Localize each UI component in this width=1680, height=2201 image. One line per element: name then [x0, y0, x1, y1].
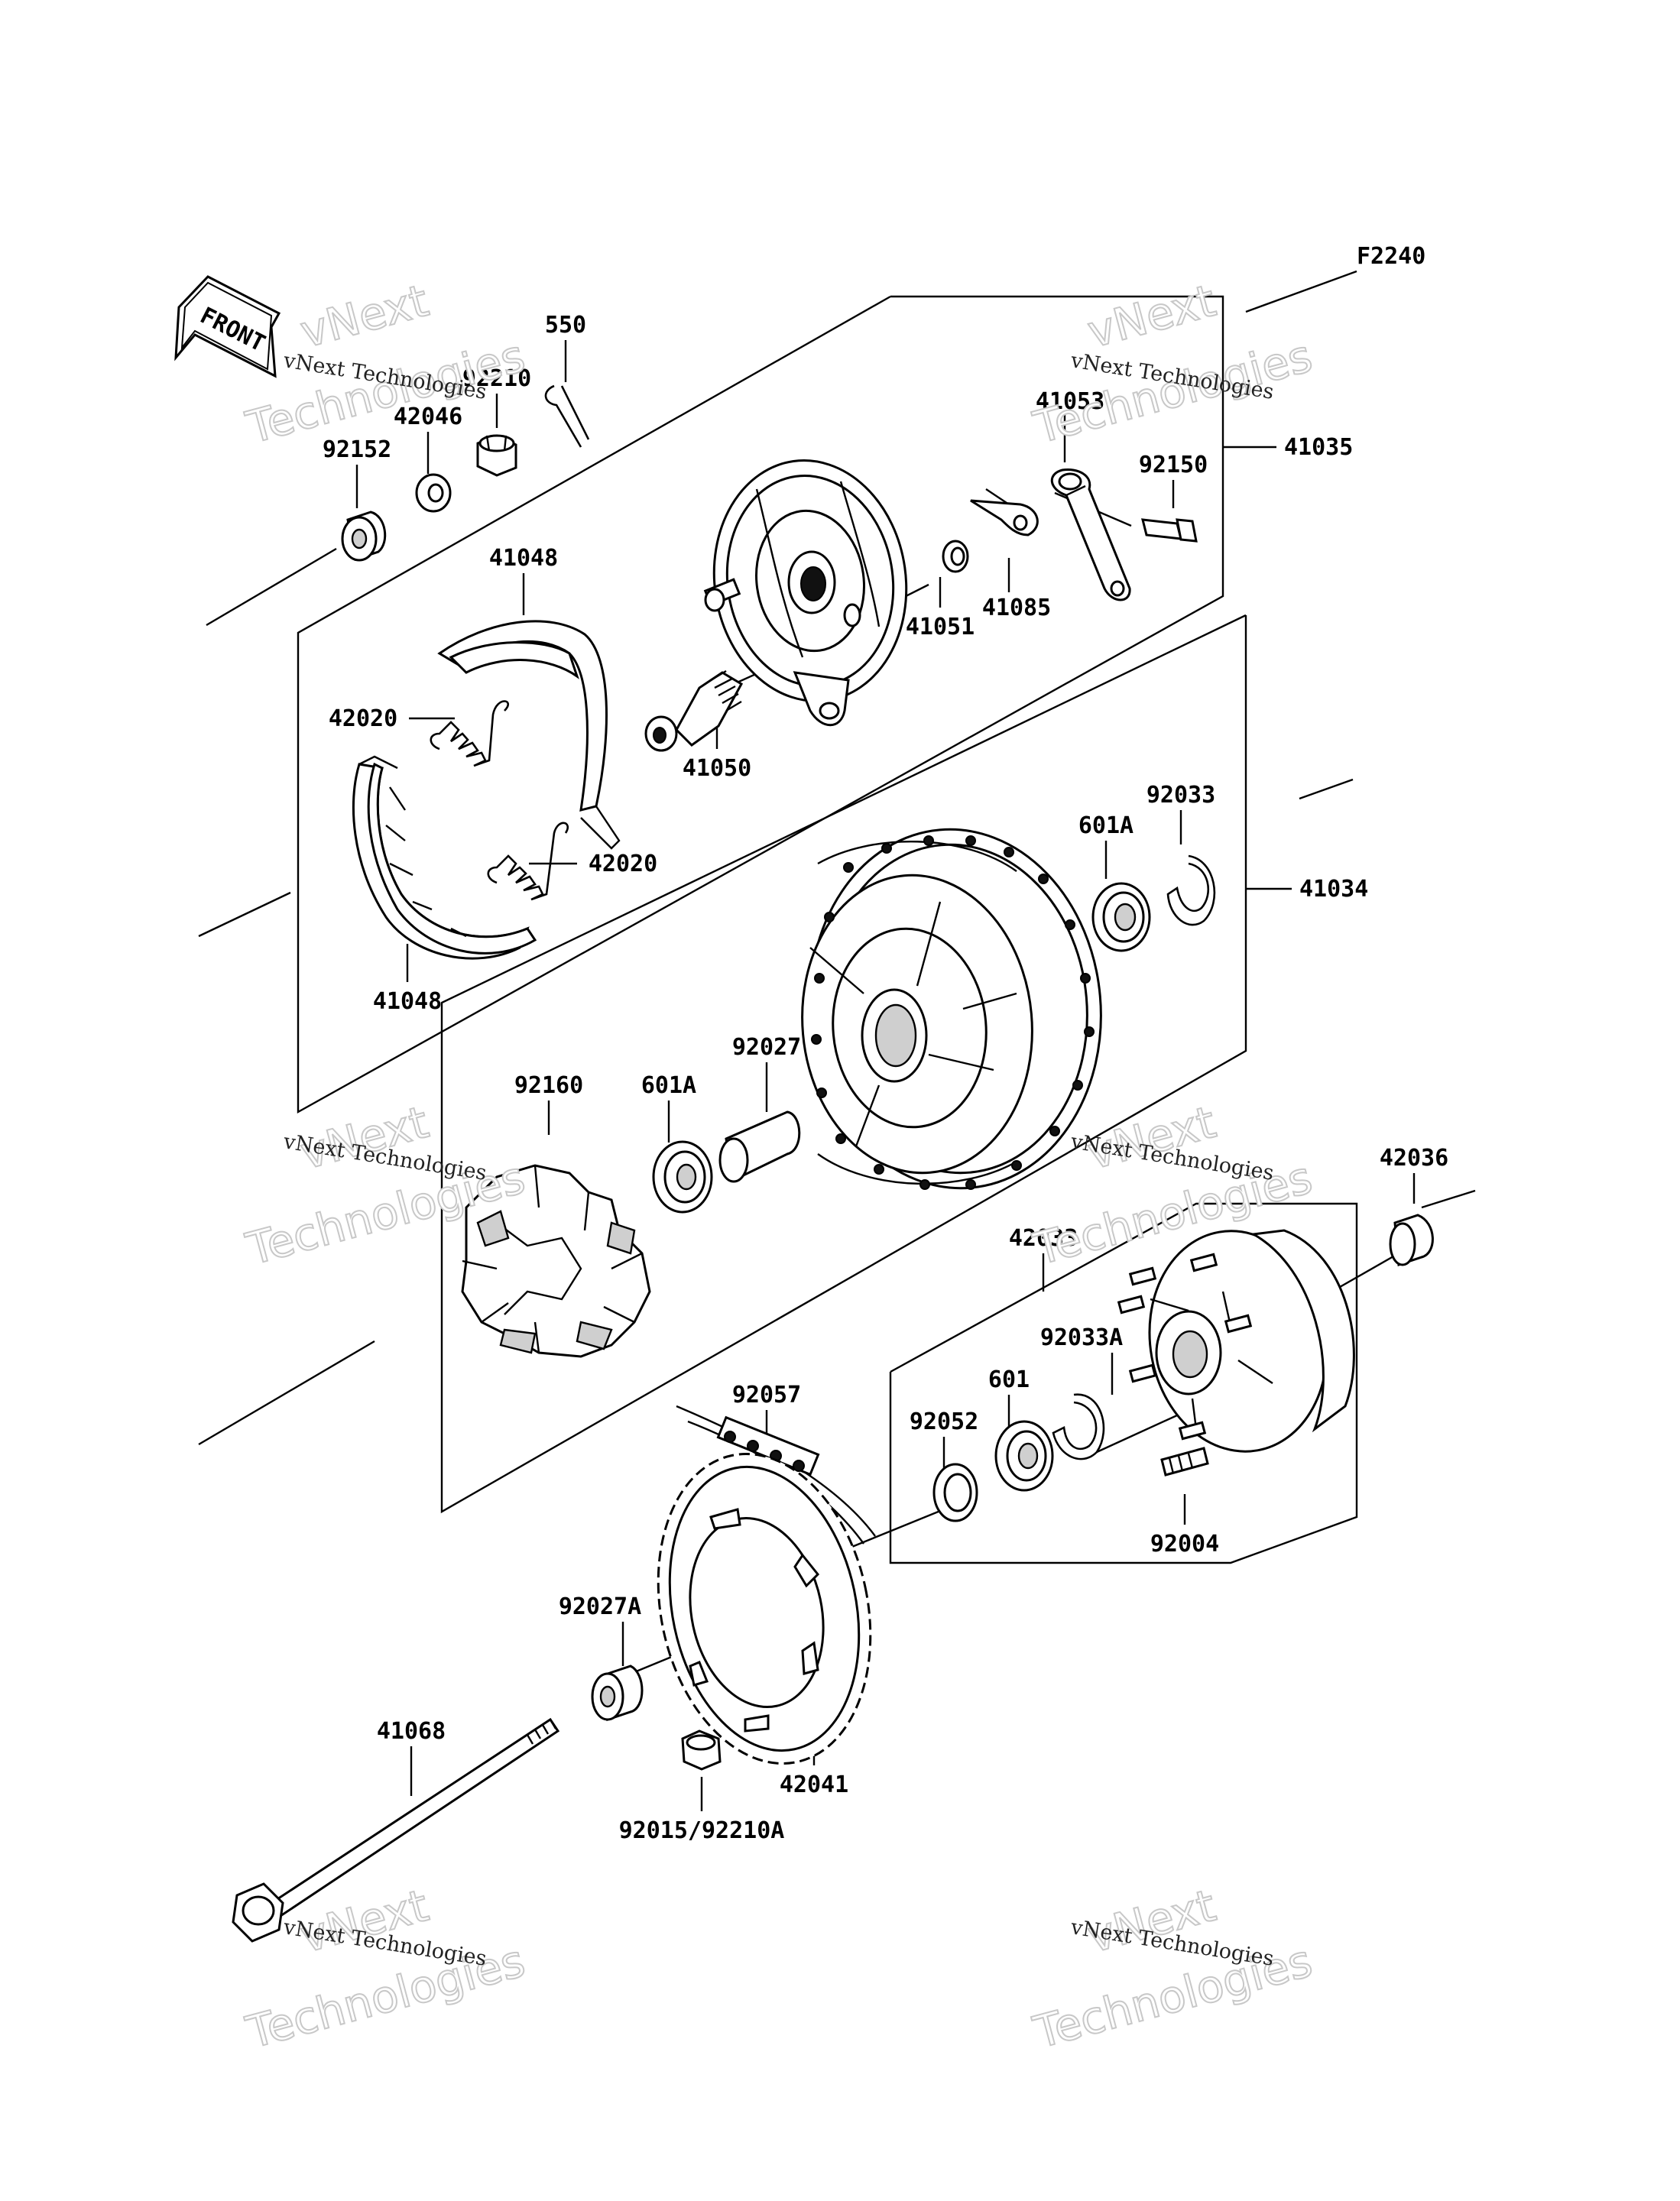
watermark-word2: Technologies: [1028, 329, 1317, 453]
label-92057: 92057: [732, 1382, 801, 1408]
label-92015-92210A: 92015/92210A: [619, 1817, 785, 1844]
watermark-bottom-right: vNext Technologies vNext Technologies: [1027, 1878, 1318, 2060]
part-bearing-601: [994, 1420, 1054, 1492]
part-brake-panel-41035: [703, 459, 908, 727]
part-hub-damper-92160: [461, 1164, 651, 1358]
label-601A-top: 601A: [1078, 812, 1134, 839]
label-601: 601: [988, 1366, 1030, 1393]
label-92027: 92027: [732, 1034, 801, 1061]
watermark-top-left: vNext Technologies vNext Technologies: [240, 274, 530, 455]
part-wheel-hub-41034: [801, 828, 1102, 1190]
part-nut-92210: [476, 434, 517, 477]
part-collar-92152: [341, 511, 387, 562]
label-41050: 41050: [683, 755, 751, 782]
part-bolt-92150: [1141, 518, 1198, 543]
watermark-word1: vNext: [1082, 274, 1221, 358]
label-42041: 42041: [780, 1771, 848, 1798]
label-41048-bottom: 41048: [373, 988, 442, 1015]
label-41053: 41053: [1036, 388, 1104, 415]
label-92027A: 92027A: [559, 1593, 641, 1620]
label-41051: 41051: [906, 614, 975, 640]
label-42046: 42046: [394, 404, 462, 430]
label-92033A: 92033A: [1040, 1324, 1123, 1351]
part-bearing-601A-lower: [652, 1140, 713, 1214]
part-number-labels: F2240 550 92210 42046 92152 41053 92150 …: [323, 243, 1448, 1844]
part-stud-92004: [1160, 1447, 1209, 1477]
figure-code: F2240: [1357, 243, 1425, 270]
label-42020-bottom: 42020: [589, 851, 657, 877]
frame-41035: [297, 295, 1224, 1114]
label-92210: 92210: [462, 365, 531, 392]
part-collar-42036: [1389, 1214, 1434, 1267]
part-circlip-92033: [1166, 854, 1216, 926]
part-cotter-pin-550: [544, 384, 590, 448]
part-brake-shoe-41048-lower: [352, 755, 537, 960]
assembly-frames: [297, 295, 1358, 1564]
frame-42033: [889, 1202, 1358, 1564]
part-nut-92015-92210A: [681, 1729, 722, 1771]
part-circlip-92033A: [1052, 1393, 1105, 1460]
label-92152: 92152: [323, 436, 391, 463]
part-spring-42020-lower: [487, 822, 569, 901]
leader-lines: [355, 340, 1416, 1811]
frame-41034: [440, 614, 1247, 1514]
part-seal-92052: [932, 1463, 978, 1522]
label-550: 550: [545, 312, 586, 339]
label-42020-top: 42020: [329, 705, 397, 732]
part-spring-42020-upper: [430, 700, 509, 767]
label-41085: 41085: [982, 595, 1051, 621]
label-42033: 42033: [1009, 1225, 1078, 1252]
part-seal-41051: [942, 540, 969, 573]
label-92052: 92052: [910, 1408, 978, 1435]
part-brake-shoe-41048-upper: [437, 620, 621, 850]
part-collar-92027A: [591, 1665, 644, 1722]
hub-spoke-holes: [811, 835, 1095, 1190]
label-42036: 42036: [1380, 1145, 1448, 1172]
part-coupling-42033: [1117, 1229, 1355, 1453]
label-41068: 41068: [377, 1718, 446, 1745]
label-41034: 41034: [1299, 876, 1368, 903]
part-indicator-41085: [970, 499, 1039, 536]
part-washer-42046: [415, 473, 452, 513]
coupling-studs: [1117, 1253, 1253, 1441]
label-601A-mid: 601A: [641, 1072, 696, 1099]
label-41035: 41035: [1284, 434, 1353, 461]
part-spacer-92027: [718, 1110, 801, 1183]
label-92004: 92004: [1150, 1531, 1219, 1558]
part-sprocket-42041: [657, 1453, 872, 1765]
part-axle-41068: [232, 1717, 560, 1943]
label-92033: 92033: [1146, 782, 1215, 809]
part-brake-cam-lever-41053: [1050, 468, 1131, 601]
part-bearing-601A-upper: [1091, 882, 1151, 952]
watermark-word1: vNext: [295, 274, 433, 358]
label-92160: 92160: [514, 1072, 583, 1099]
front-arrow-icon: FRONT: [174, 275, 281, 378]
part-camshaft-41050: [644, 669, 744, 752]
label-41048-top: 41048: [489, 545, 558, 572]
label-92150: 92150: [1139, 452, 1208, 478]
